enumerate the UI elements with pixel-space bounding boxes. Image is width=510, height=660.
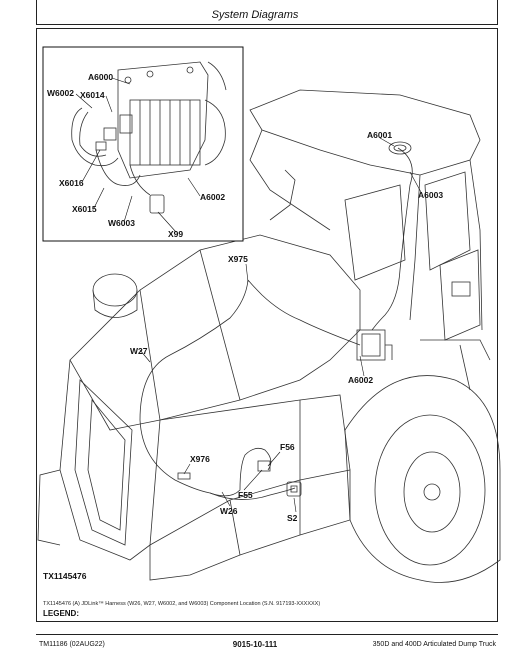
header-left-border bbox=[36, 0, 37, 24]
callout-x6016: X6016 bbox=[59, 178, 84, 188]
figure-caption: TX1145476 (A) JDLink™ Harness (W26, W27,… bbox=[43, 601, 321, 607]
inset-detail-frame bbox=[42, 46, 244, 242]
callout-a6001: A6001 bbox=[367, 130, 392, 140]
callout-a6000: A6000 bbox=[88, 72, 113, 82]
legend-label: LEGEND: bbox=[43, 609, 79, 618]
callout-s2: S2 bbox=[287, 513, 298, 523]
header-rule bbox=[36, 24, 498, 25]
footer-product: 350D and 400D Articulated Dump Truck bbox=[372, 641, 496, 648]
callout-w6003: W6003 bbox=[108, 218, 135, 228]
figure-id: TX1145476 bbox=[43, 571, 87, 581]
callout-a6002-main: A6002 bbox=[348, 375, 373, 385]
inset-line-art bbox=[71, 61, 227, 214]
callout-x975: X975 bbox=[228, 254, 248, 264]
callout-w26: W26 bbox=[220, 506, 238, 516]
callout-a6003: A6003 bbox=[418, 190, 443, 200]
callout-w6002: W6002 bbox=[47, 88, 74, 98]
figure-frame bbox=[36, 28, 498, 622]
callout-x99: X99 bbox=[168, 229, 183, 239]
footer-doc-id: TM11186 (02AUG22) bbox=[39, 641, 105, 648]
callout-a6002-inset: A6002 bbox=[200, 192, 225, 202]
callout-x976: X976 bbox=[190, 454, 210, 464]
callout-f56: F56 bbox=[280, 442, 295, 452]
footer-page-number: 9015-10-111 bbox=[232, 640, 278, 649]
truck-line-art bbox=[37, 89, 501, 583]
callout-leaders bbox=[75, 77, 423, 513]
callout-w27: W27 bbox=[130, 346, 148, 356]
callout-x6014: X6014 bbox=[80, 90, 105, 100]
header-right-border bbox=[497, 0, 498, 24]
callout-x6015: X6015 bbox=[72, 204, 97, 214]
section-title: System Diagrams bbox=[211, 9, 299, 21]
callout-f55: F55 bbox=[238, 490, 253, 500]
footer-rule bbox=[36, 634, 498, 635]
